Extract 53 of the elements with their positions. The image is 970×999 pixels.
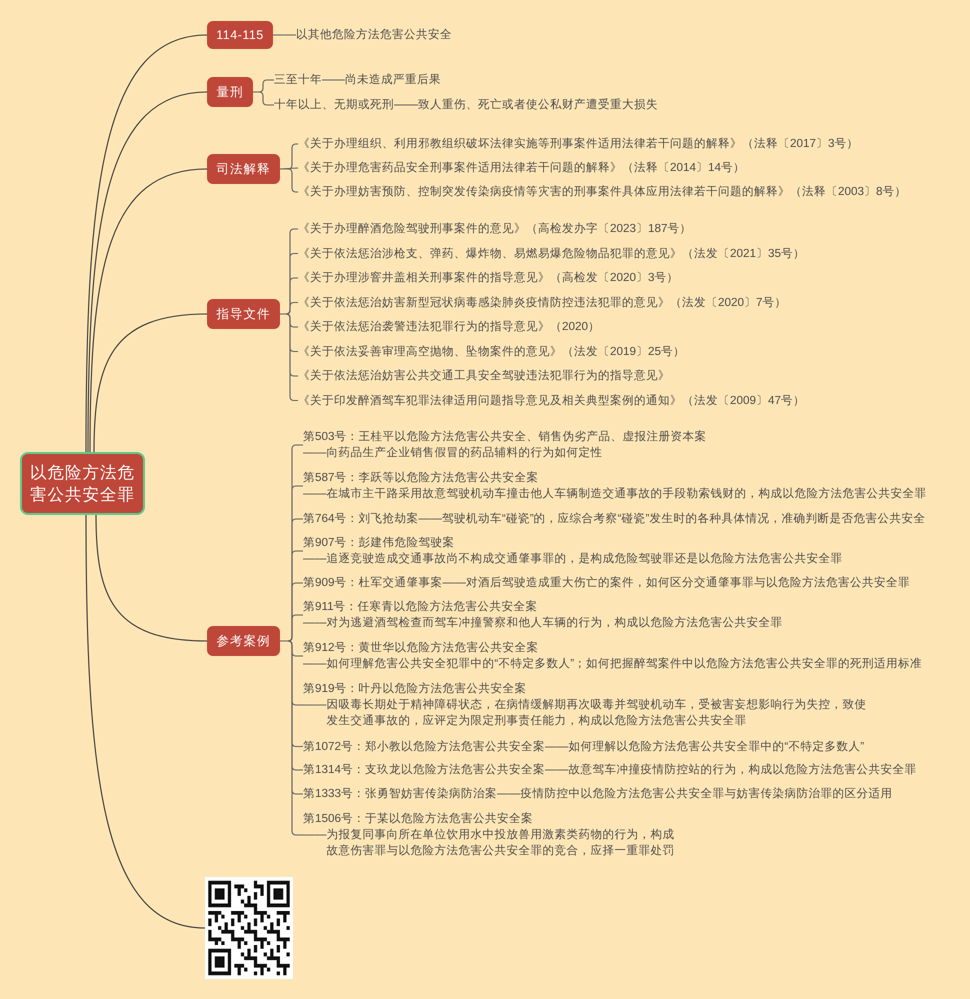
topic-box: 参考案例	[207, 626, 280, 656]
case-summary: ——因吸毒长期处于精神障碍状态，在病情缓解期再次吸毒并驾驶机动车，受被害妄想影响行为失控，致使发生交通事故的，应评定为限定刑事责任能力，构成以危险方法危害公共安全罪	[303, 697, 866, 729]
topic-text: 十年以上、无期或死刑	[274, 97, 394, 113]
case-text: 第764号：刘飞抢劫案——驾驶机动车“碰瓷”的，应综合考察“碰瓷”发生时的各种具体情况，准确判断是否危害公共安全	[303, 511, 926, 527]
topic-text: 《关于依法惩治袭警违法犯罪行为的指导意见》（2020）	[298, 319, 600, 335]
case-text: 第909号：杜军交通肇事案——对酒后驾驶造成重大伤亡的案件，如何区分交通肇事罪与以危险方法危害公共安全罪	[303, 575, 910, 591]
case-summary: ——对为逃避酒驾检查而驾车冲撞警察和他人车辆的行为，构成以危险方法危害公共安全罪	[303, 615, 782, 631]
case-title: 第587号：李跃等以危险方法危害公共安全案	[303, 470, 540, 486]
connector-line	[89, 168, 208, 452]
topic-text: 三至十年	[274, 72, 322, 88]
topic-box: 司法解释	[207, 154, 280, 184]
case-title: 第912号：黄世华以危险方法危害公共安全案	[303, 640, 540, 656]
case-summary: ——追逐竞驶造成交通事故尚不构成交通肇事罪的，是构成危险驾驶罪还是以危险方法危害公共安全罪	[303, 551, 842, 567]
connector-line	[85, 515, 206, 929]
topic-text: 尚未造成严重后果	[345, 72, 441, 88]
central-topic-box: 以危险方法危害公共安全罪	[20, 452, 145, 515]
connector-line	[93, 313, 208, 452]
topic-text: 《关于办理组织、利用邪教组织破坏法律实施等刑事案件适用法律若干问题的解释》（法释〔2017〕3号）	[298, 136, 859, 152]
case-text: 第1314号：支玖龙以危险方法危害公共安全案——故意驾车冲撞疫情防控站的行为，构成以危险方法危害公共安全罪	[303, 762, 916, 778]
connector-line	[273, 34, 296, 36]
case-text: 第1333号：张勇智妨害传染病防治案——疫情防控中以危险方法危害公共安全罪与妨害传染病防治罪的区分适用	[303, 786, 892, 802]
connector-line	[280, 640, 303, 836]
connector-line	[322, 79, 345, 81]
topic-box: 114-115	[207, 21, 273, 49]
topic-text: 《关于办理妨害预防、控制突发传染病疫情等灾害的刑事案件具体应用法律若干问题的解释》（法释〔2003〕8号）	[298, 184, 907, 200]
topic-text: 《关于印发醉酒驾车犯罪法律适用问题指导意见及相关典型案例的通知》（法发〔2009〕47号）	[298, 392, 806, 408]
topic-text: 《关于依法惩治妨害公共交通工具安全驾驶违法犯罪行为的指导意见》	[298, 368, 670, 384]
connector-line	[85, 34, 208, 452]
connector-line	[394, 104, 418, 106]
case-title: 第911号：任寒青以危险方法危害公共安全案	[303, 599, 539, 615]
qr-code-icon	[205, 877, 293, 979]
connector-line	[87, 91, 208, 452]
topic-text: 致人重伤、死亡或者使公私财产遭受重大损失	[418, 97, 658, 113]
topic-text: 《关于依法惩治涉枪支、弹药、爆炸物、易燃易爆危险物品犯罪的意见》（法发〔2021〕35号）	[298, 246, 806, 262]
case-summary: ——为报复同事向所在单位饮用水中投放兽用激素类药物的行为，构成故意伤害罪与以危险方法危害公共安全罪的竞合，应择一重罪处罚	[303, 827, 674, 859]
case-summary: ——向药品生产企业销售假冒的药品辅料的行为如何定性	[303, 445, 604, 461]
case-summary: ——如何理解危害公共安全犯罪中的“不特定多数人”；如何把握醉驾案件中以危险方法危害公共安全罪的死刑适用标准	[303, 656, 922, 672]
case-title: 第907号：彭建伟危险驾驶案	[303, 535, 456, 551]
topic-text: 《关于办理危害药品安全刑事案件适用法律若干问题的解释》（法释〔2014〕14号）	[298, 160, 746, 176]
case-title: 第503号：王桂平以危险方法危害公共安全、销售伪劣产品、虚报注册资本案	[303, 429, 707, 445]
topic-text: 以其他危险方法危害公共安全	[296, 27, 452, 43]
connector-line	[95, 514, 208, 642]
case-title: 第919号：叶丹以危险方法危害公共安全案	[303, 681, 528, 697]
topic-box: 指导文件	[207, 299, 280, 329]
case-title: 第1506号：于某以危险方法危害公共安全案	[303, 811, 534, 827]
case-text: 第1072号：郑小教以危险方法危害公共安全案——如何理解以危险方法危害公共安全罪中的“不特定多数人”	[303, 738, 864, 754]
topic-text: 《关于依法妥善审理高空抛物、坠物案件的意见》（法发〔2019〕25号）	[298, 344, 686, 360]
topic-text: 《关于依法惩治妨害新型冠状病毒感染肺炎疫情防控违法犯罪的意见》（法发〔2020〕7号）	[298, 294, 787, 310]
topic-text: 《关于办理醉酒危险驾驶刑事案件的意见》（高检发办字〔2023〕187号）	[298, 221, 692, 237]
topic-text: 《关于办理涉窨井盖相关刑事案件的指导意见》（高检发〔2020〕3号）	[298, 270, 679, 286]
case-summary: ——在城市主干路采用故意驾驶机动车撞击他人车辆制造交通事故的手段勒索钱财的，构成以危险方法危害公共安全罪	[303, 486, 926, 502]
connector-line	[253, 91, 274, 106]
topic-box: 量刑	[207, 77, 253, 107]
